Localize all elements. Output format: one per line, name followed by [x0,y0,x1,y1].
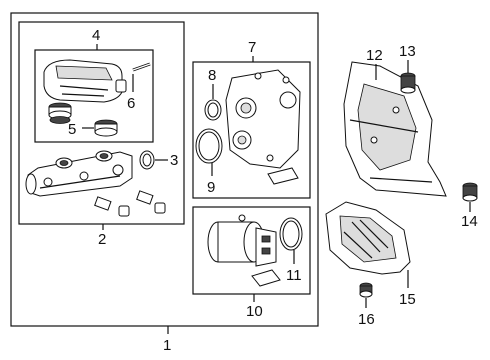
callout-8: 8 [208,67,216,84]
assembly-frame [10,12,319,327]
callout-9: 9 [207,179,215,196]
motor-box [192,206,311,295]
callout-1: 1 [163,337,171,354]
pump-housing-illustration [225,69,301,169]
seal-ring-inner [142,153,152,167]
callout-5: 5 [68,121,76,138]
callout-16: 16 [358,311,375,328]
o-ring-small-inner [207,102,219,118]
reservoir-tank-illustration [43,59,127,103]
motor-illustration [207,214,277,267]
callout-11: 11 [286,267,302,284]
callout-10: 10 [246,303,263,320]
pump-box [192,61,311,199]
grommet-illustration [48,102,118,137]
mount-small-illustration [462,182,478,202]
master-cylinder-illustration [25,150,133,197]
o-ring-large-inner [198,131,220,161]
motor-o-ring-inner [282,220,300,248]
callout-13: 13 [399,43,416,60]
motor-gasket-illustration [251,269,281,287]
callout-14: 14 [461,213,478,230]
callout-15: 15 [399,291,416,308]
bracket-illustration [343,61,447,197]
callout-3: 3 [170,152,178,169]
callout-6: 6 [127,95,135,112]
master-cylinder-box [18,21,185,225]
callout-4: 4 [92,27,100,44]
cover-illustration [325,201,411,275]
callout-2: 2 [98,231,106,248]
reservoir-box [34,49,154,143]
callout-7: 7 [248,39,256,56]
callout-12: 12 [366,47,383,64]
mount-illustration [400,72,416,94]
grommet-small-illustration [359,282,373,298]
pin-illustration [132,62,151,72]
fittings-illustration [94,190,166,217]
gasket-illustration [267,167,299,185]
